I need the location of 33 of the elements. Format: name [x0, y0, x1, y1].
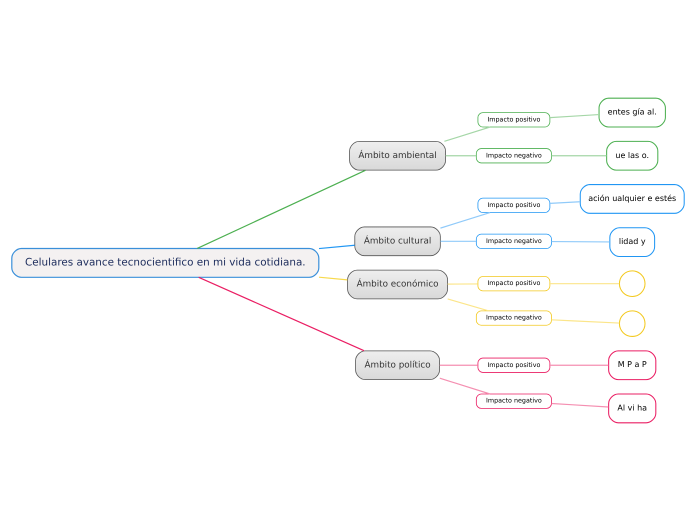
node-box: Al vi ha [608, 393, 656, 423]
connector [318, 276, 348, 280]
connector [196, 169, 366, 248]
node-circle [618, 270, 646, 296]
connector [550, 200, 580, 204]
connector [444, 126, 490, 142]
connector [440, 364, 478, 366]
connector [440, 212, 490, 228]
connector [550, 282, 620, 284]
connector [552, 240, 610, 242]
connector [448, 298, 489, 311]
node-box: entes gía al. [598, 97, 666, 127]
node-box: lidad y [609, 226, 656, 257]
connector [446, 154, 476, 156]
connector [550, 364, 608, 366]
node-box: ue las o. [606, 140, 658, 170]
node-box: M P a P [608, 350, 656, 380]
node-box: ación ualquier e estés [580, 184, 685, 214]
connector [440, 377, 490, 394]
node-box: Ámbito cultural [354, 226, 441, 256]
connector [552, 402, 608, 408]
connector [440, 240, 476, 242]
connector [552, 154, 607, 156]
connector [448, 282, 478, 284]
connector [198, 276, 364, 351]
node-box: Ámbito ambiental [349, 140, 446, 170]
node-box: Ámbito económico [347, 269, 448, 299]
node-box: Celulares avance tecnocientifico en mi vida cotidiana. [11, 247, 320, 278]
connector [318, 244, 355, 249]
node-circle [618, 310, 646, 336]
node-box: Ámbito político [355, 350, 440, 380]
connector [552, 318, 620, 324]
connector [550, 114, 600, 118]
